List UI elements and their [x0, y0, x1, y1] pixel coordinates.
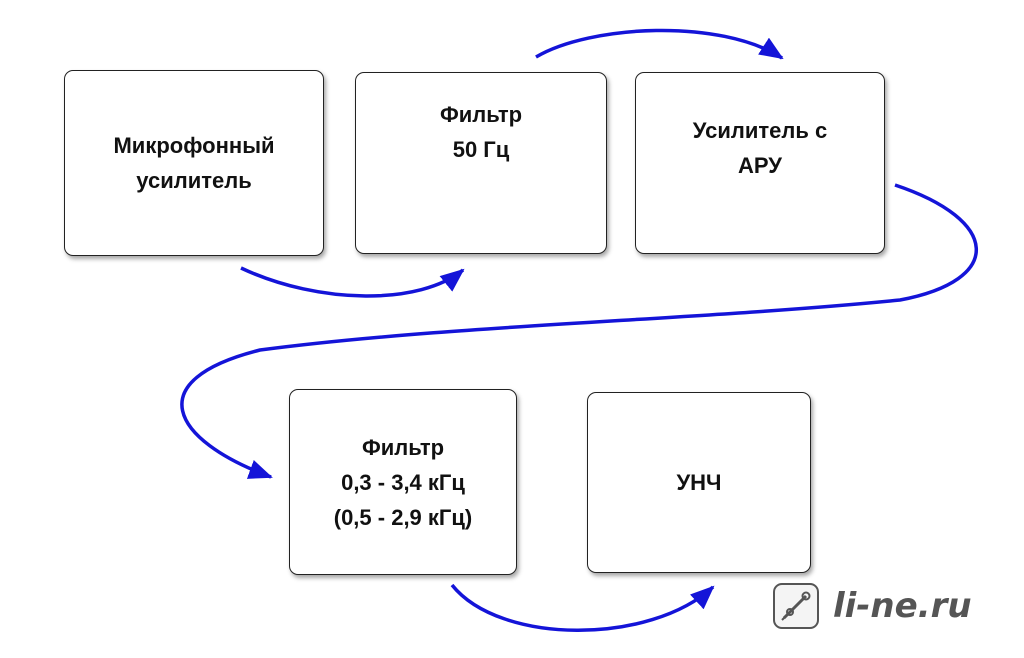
block-label: Усилитель с АРУ	[692, 118, 828, 178]
watermark-text: li-ne.ru	[833, 586, 972, 626]
block-label: Фильтр 0,3 - 3,4 кГц (0,5 - 2,9 кГц)	[333, 434, 473, 530]
block-filter-50hz: Фильтр 50 Гц	[355, 72, 607, 254]
arrow-filter50-to-agc	[535, 28, 784, 60]
block-label: УНЧ	[676, 470, 722, 495]
block-mic-amplifier: Микрофонный усилитель	[64, 70, 324, 256]
pen-tool-icon	[773, 583, 819, 629]
arrow-bandpass-to-unch	[450, 583, 715, 632]
block-label: Фильтр 50 Гц	[439, 102, 523, 162]
block-unch: УНЧ	[587, 392, 811, 573]
arrow-mic-to-filter50	[240, 266, 465, 298]
arrow-agc-to-bandpass	[180, 183, 978, 479]
watermark-logo: li-ne.ru	[773, 580, 972, 632]
block-bandpass-filter: Фильтр 0,3 - 3,4 кГц (0,5 - 2,9 кГц)	[289, 389, 517, 575]
block-agc-amplifier: Усилитель с АРУ	[635, 72, 885, 254]
block-label: Микрофонный усилитель	[113, 133, 275, 193]
